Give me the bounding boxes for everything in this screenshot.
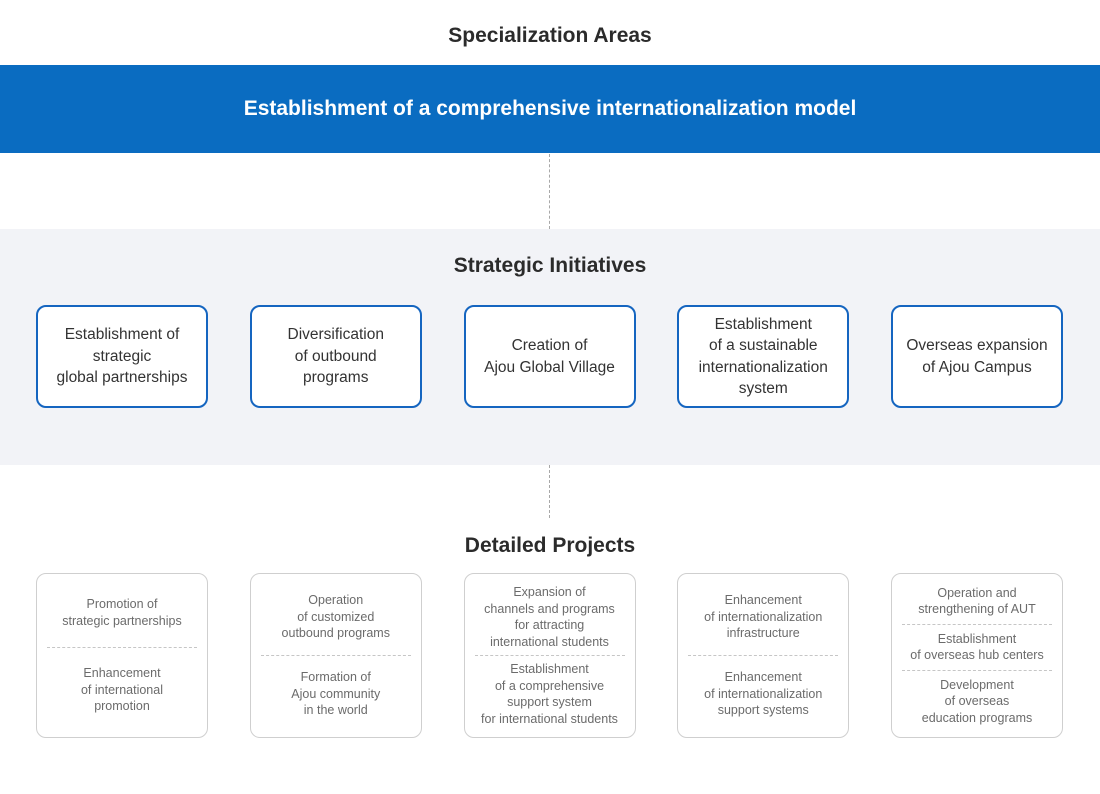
item-divider [474, 655, 625, 656]
item-divider [902, 669, 1052, 671]
specialization-banner: Establishment of a comprehensive interna… [0, 65, 1100, 153]
detail-project-item: Enhancement of internationalization supp… [704, 670, 823, 718]
dashed-connector-bottom [549, 465, 550, 518]
item-divider [902, 623, 1052, 625]
detail-box-international-students: Expansion of channels and programs for a… [463, 573, 636, 738]
detail-project-item: Enhancement of internationalization infr… [704, 593, 823, 641]
detail-project-item: Enhancement of international promotion [80, 666, 163, 714]
detail-project-item: Development of overseas education progra… [921, 677, 1033, 725]
strategic-initiatives-title: Strategic Initiatives [453, 254, 647, 277]
detailed-projects-row: Promotion of strategic partnerships Enha… [36, 573, 1063, 738]
detail-project-item: Operation and strengthening of AUT [918, 585, 1036, 617]
detail-project-item: Promotion of strategic partnerships [62, 597, 182, 628]
item-divider [47, 646, 197, 648]
specialization-areas-title: Specialization Areas [448, 24, 652, 47]
detail-project-item: Establishment of a comprehensive support… [481, 662, 618, 726]
strategy-box-global-partnerships: Establishment of strategic global partne… [36, 305, 208, 408]
banner-label: Establishment of a comprehensive interna… [243, 97, 857, 120]
detail-project-item: Operation of customized outbound program… [281, 593, 390, 641]
detail-box-outbound: Operation of customized outbound program… [249, 573, 422, 738]
item-divider [260, 655, 411, 656]
detail-box-infrastructure: Enhancement of internationalization infr… [677, 573, 850, 738]
strategy-box-overseas-expansion: Overseas expansion of Ajou Campus [891, 305, 1063, 408]
detail-project-item: Establishment of overseas hub centers [910, 631, 1044, 663]
item-divider [688, 655, 839, 656]
strategic-initiatives-row: Establishment of strategic global partne… [36, 305, 1063, 408]
strategy-box-global-village: Creation of Ajou Global Village [463, 305, 636, 408]
detail-project-item: Expansion of channels and programs for a… [484, 585, 615, 649]
strategy-box-sustainable-system: Establishment of a sustainable internati… [677, 305, 850, 408]
detailed-projects-title: Detailed Projects [464, 534, 636, 557]
strategy-box-outbound-programs: Diversification of outbound programs [249, 305, 422, 408]
detail-project-item: Formation of Ajou community in the world [291, 670, 381, 718]
dashed-connector-top [549, 154, 550, 229]
detail-box-partnerships: Promotion of strategic partnerships Enha… [36, 573, 208, 738]
detail-box-overseas: Operation and strengthening of AUT Estab… [891, 573, 1063, 738]
